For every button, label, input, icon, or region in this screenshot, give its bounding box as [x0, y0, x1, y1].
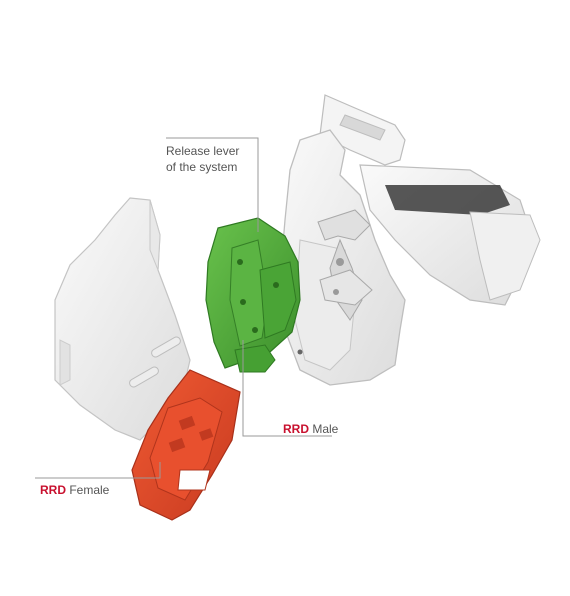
rrd-male-part: [205, 217, 301, 373]
male-leader-line: [242, 340, 332, 437]
rrd-female-label: RRD Female: [40, 482, 109, 498]
female-leader-line: [35, 462, 161, 479]
female-brand-text: RRD: [40, 483, 66, 497]
release-label-line1: Release lever: [166, 144, 240, 158]
release-leader-line: [166, 137, 259, 232]
release-lever-label: Release lever of the system: [166, 143, 239, 175]
rrd-male-label: RRD Male: [283, 421, 338, 437]
leader-lines: [35, 137, 332, 479]
holster-and-pistol: [279, 94, 541, 386]
release-label-line2: of the system: [166, 160, 238, 174]
belt-paddle: [54, 197, 191, 441]
male-brand-text: RRD: [283, 422, 309, 436]
female-text: Female: [69, 483, 110, 497]
male-text: Male: [312, 422, 339, 436]
rrd-female-part: [131, 369, 241, 521]
release-lever: [297, 209, 373, 355]
